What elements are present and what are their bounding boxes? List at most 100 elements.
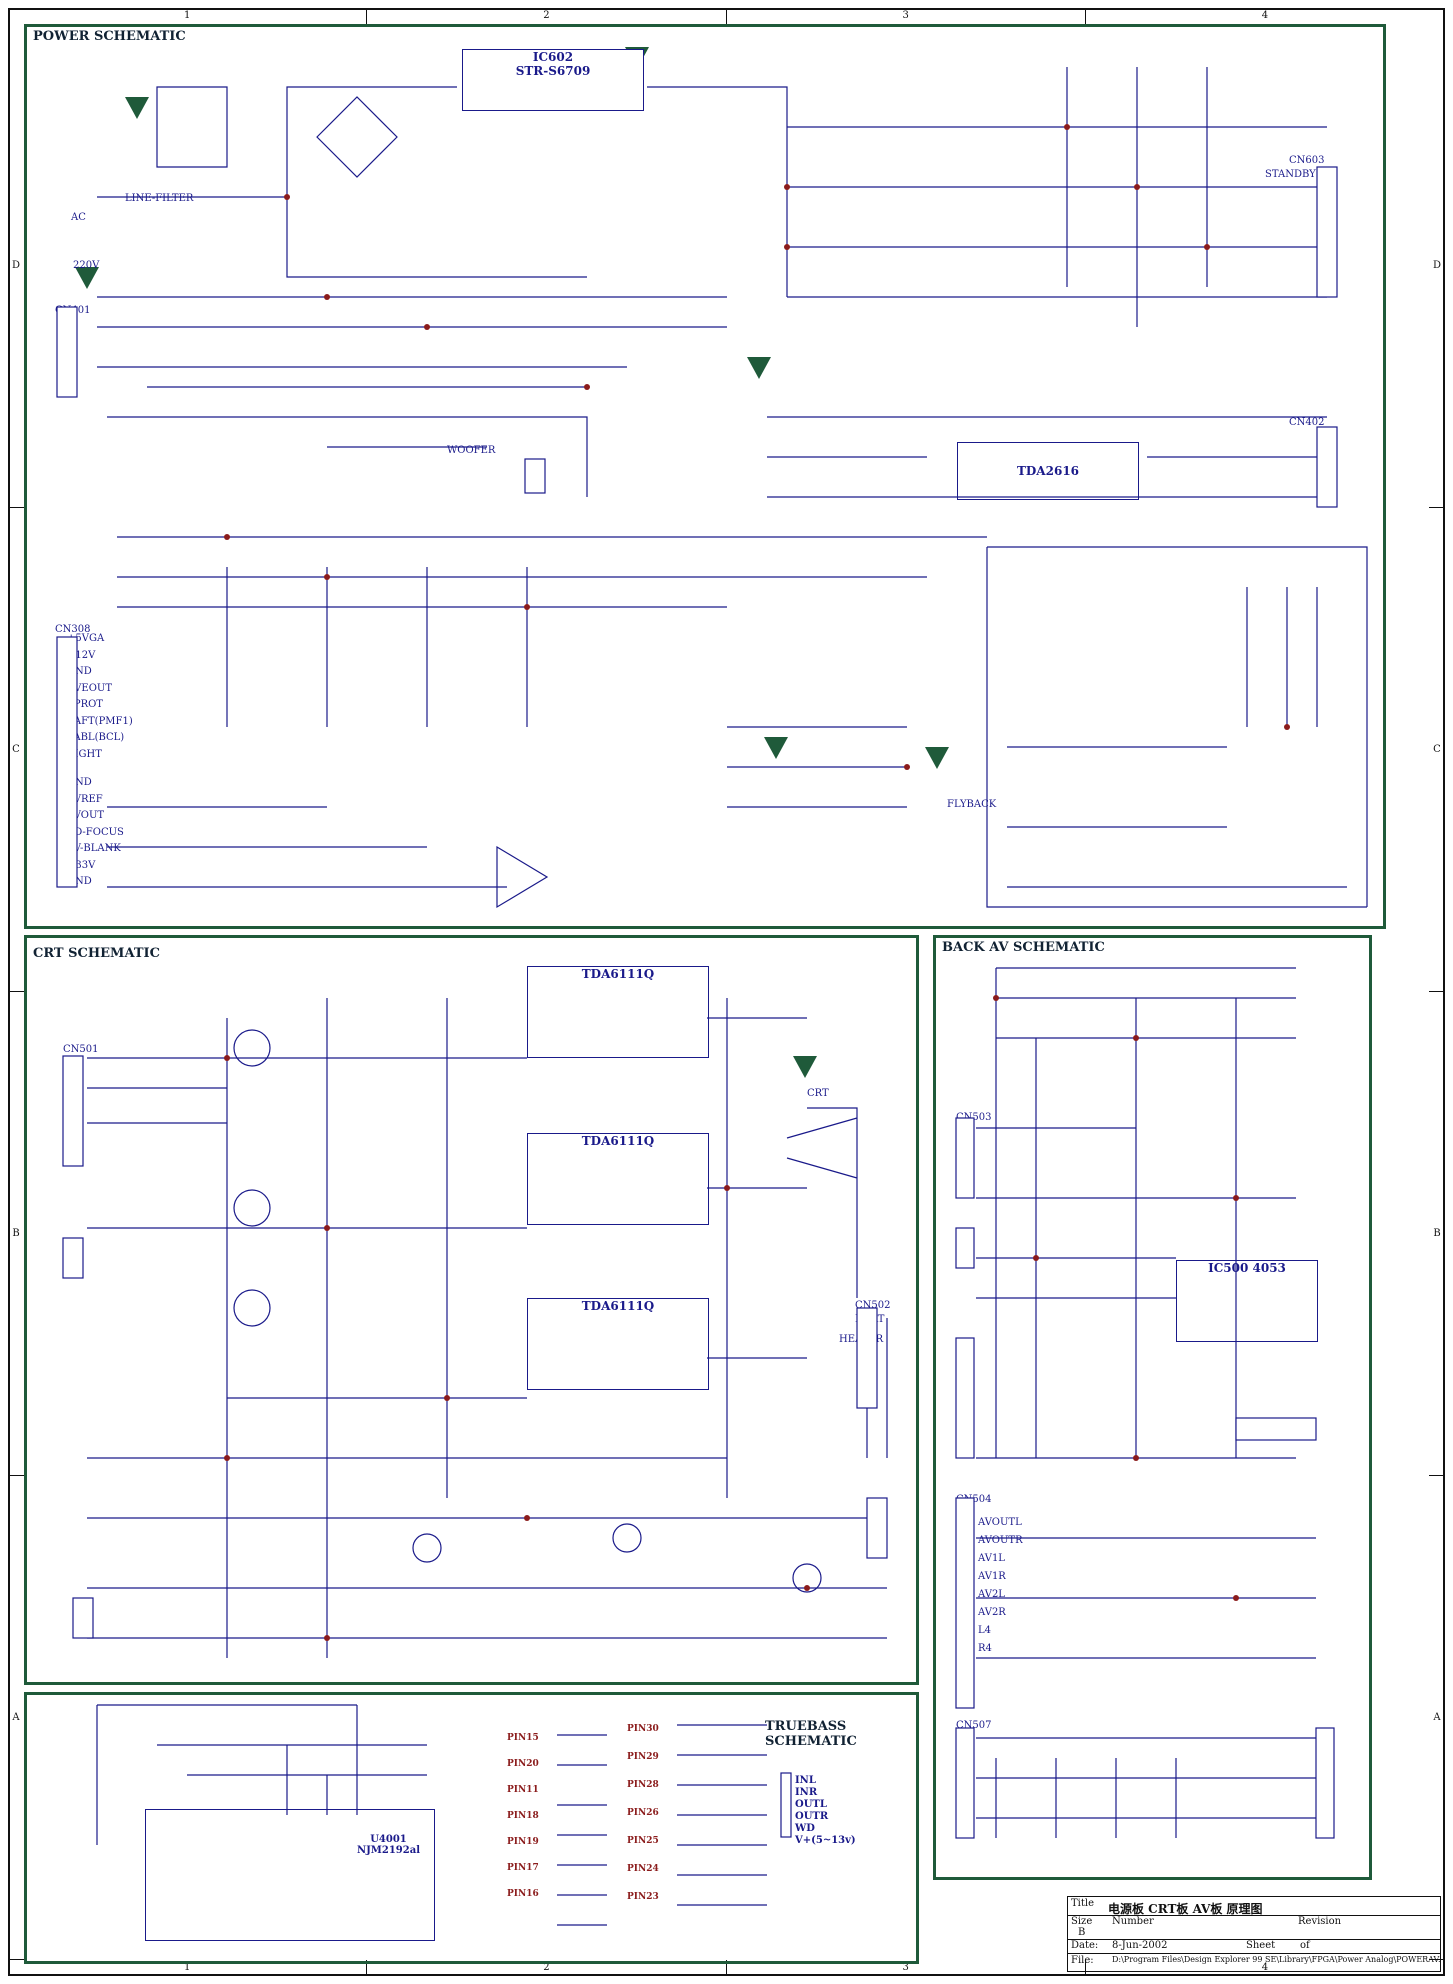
output-label: V+(5~13v) bbox=[795, 1835, 856, 1846]
standby-label: STANDBY bbox=[1265, 169, 1316, 180]
truebass-wiring bbox=[96, 1704, 792, 1926]
pin-label: PIN15 bbox=[507, 1733, 539, 1743]
pin-label: PIN11 bbox=[507, 1785, 539, 1795]
ic500-chip-label: 4053 bbox=[1252, 1261, 1286, 1275]
cn308-label: CN308 bbox=[55, 624, 91, 635]
date-row: Date: 8-Jun-2002 Sheet of bbox=[1068, 1939, 1440, 1954]
pin-label: +12V bbox=[67, 649, 96, 661]
title-row: Title 电源板 CRT板 AV板 原理图 bbox=[1068, 1897, 1440, 1916]
flyback-label: FLYBACK bbox=[947, 799, 997, 810]
truebass-pin-list-2: PIN30 PIN29 PIN28 PIN26 PIN25 PIN24 PIN2… bbox=[627, 1715, 659, 1911]
ruler-mark: 1 bbox=[8, 8, 368, 24]
pin-label: PIN23 bbox=[627, 1892, 659, 1902]
file-path: D:\Program Files\Design Explorer 99 SE\L… bbox=[1112, 1955, 1440, 1964]
size-row: Size B Number Revision bbox=[1068, 1915, 1440, 1940]
power-schematic-title: POWER SCHEMATIC bbox=[33, 29, 186, 44]
truebass-schematic-title: TRUEBASS SCHEMATIC bbox=[765, 1719, 857, 1749]
pin-label: +5VGA bbox=[67, 633, 105, 644]
cn504-pin-list: AVOUTL AVOUTR AV1L AV1R AV2L AV2R L4 R4 bbox=[978, 1514, 1023, 1658]
pin-label: +33V bbox=[67, 859, 96, 871]
crt-schematic-title: CRT SCHEMATIC bbox=[33, 946, 160, 961]
pin-label: AV2L bbox=[978, 1589, 1005, 1600]
ac-voltage-label: 220V bbox=[73, 260, 100, 271]
output-label: OUTL bbox=[795, 1799, 827, 1810]
pin-label: PIN19 bbox=[507, 1837, 539, 1847]
tda6111-label: TDA6111Q bbox=[581, 1134, 655, 1148]
pin-label: PIN17 bbox=[507, 1863, 539, 1873]
output-label: INR bbox=[795, 1787, 818, 1798]
cn308-pin-list: +5VGA +12V GND RVEOUT SPROT SAFT(PMF1) 3… bbox=[67, 631, 133, 891]
u4001-chip: U4001 NJM2192al bbox=[145, 1809, 435, 1941]
size-label: Size bbox=[1071, 1916, 1093, 1927]
file-row: File: D:\Program Files\Design Explorer 9… bbox=[1068, 1954, 1440, 1970]
crt-wiring bbox=[62, 998, 888, 1658]
cn507-label: CN507 bbox=[956, 1720, 992, 1731]
ruler-mark: 3 bbox=[727, 1960, 1086, 1976]
pin-label: AVREF bbox=[67, 793, 103, 805]
ruler-mark: 2 bbox=[367, 1960, 727, 1976]
sheet-of-label: of bbox=[1300, 1940, 1310, 1951]
ic602-label: IC602 bbox=[532, 50, 574, 64]
cn603-label: CN603 bbox=[1289, 155, 1325, 166]
output-label: WD bbox=[795, 1823, 815, 1834]
ruler-mark: D bbox=[1429, 24, 1445, 508]
pin-label: R4 bbox=[978, 1643, 992, 1654]
tda6111-label: TDA6111Q bbox=[581, 967, 655, 981]
ic602-chip: IC602 STR-S6709 bbox=[462, 49, 644, 111]
ruler-mark: 1 bbox=[8, 1960, 368, 1976]
tda6111-label: TDA6111Q bbox=[581, 1299, 655, 1313]
drawing-title: 电源板 CRT板 AV板 原理图 bbox=[1108, 1902, 1263, 1916]
line-filter-label: LINE-FILTER bbox=[125, 193, 194, 204]
tda6111-chip-1: TDA6111Q bbox=[527, 966, 709, 1058]
number-label: Number bbox=[1112, 1916, 1154, 1927]
title-label: Title bbox=[1071, 1898, 1095, 1909]
bottom-ruler: 1 2 3 4 bbox=[8, 1960, 1445, 1976]
revision-label: Revision bbox=[1298, 1916, 1342, 1927]
left-ruler: D C B A bbox=[8, 24, 24, 1960]
truebass-pin-list: PIN15 PIN20 PIN11 PIN18 PIN19 PIN17 PIN1… bbox=[507, 1725, 539, 1907]
ruler-mark: 2 bbox=[367, 8, 727, 24]
pin-label: GND bbox=[67, 666, 92, 677]
sheet-label: Sheet bbox=[1246, 1940, 1276, 1951]
pin-label: 3ABL(BCL) bbox=[67, 732, 125, 743]
ac-label: AC bbox=[71, 212, 86, 223]
title-block: Title 电源板 CRT板 AV板 原理图 Size B Number Rev… bbox=[1067, 1896, 1441, 1972]
back-av-wiring bbox=[955, 967, 1335, 1839]
warning-icon bbox=[793, 1056, 817, 1078]
power-schematic-panel: POWER SCHEMATIC IC602 STR-S6709 TDA2616 … bbox=[24, 24, 1386, 929]
ruler-mark: 3 bbox=[727, 8, 1086, 24]
crt-schematic-panel: CRT SCHEMATIC TDA6111Q TDA6111Q TDA6111Q… bbox=[24, 935, 919, 1685]
back-av-schematic-title: BACK AV SCHEMATIC bbox=[942, 940, 1105, 955]
tda6111-chip-3: TDA6111Q bbox=[527, 1298, 709, 1390]
warning-icon bbox=[747, 357, 771, 379]
pin-label: AV1R bbox=[978, 1571, 1006, 1582]
pin-label: AVOUTL bbox=[978, 1517, 1022, 1528]
size-value: B bbox=[1078, 1927, 1086, 1938]
tda2616-chip: TDA2616 bbox=[957, 442, 1139, 500]
pin-label: PIN29 bbox=[627, 1752, 659, 1762]
pin-label: PIN18 bbox=[507, 1811, 539, 1821]
right-ruler: D C B A bbox=[1429, 24, 1445, 1960]
ic500-label: IC500 bbox=[1208, 1261, 1249, 1275]
back-av-schematic-panel: BACK AV SCHEMATIC IC500 4053 CN503 CN504… bbox=[933, 935, 1372, 1880]
warning-icon bbox=[925, 747, 949, 769]
pin-label: PIN24 bbox=[627, 1864, 659, 1874]
top-ruler: 1 2 3 4 bbox=[8, 8, 1445, 24]
pin-label: RVEOUT bbox=[67, 682, 112, 694]
ruler-mark: 4 bbox=[1086, 8, 1445, 24]
pin-label: PIN16 bbox=[507, 1889, 539, 1899]
truebass-output-list: INL INR OUTL OUTR WD V+(5~13v) bbox=[795, 1775, 856, 1847]
ruler-mark: C bbox=[8, 508, 24, 992]
pin-label: AD-FOCUS bbox=[67, 826, 124, 838]
power-wiring bbox=[56, 67, 1368, 909]
crt-socket-label: CRT bbox=[807, 1088, 829, 1099]
cn501-label: CN501 bbox=[63, 1044, 99, 1055]
pin-label: SAFT(PMF1) bbox=[67, 715, 133, 727]
file-label: File: bbox=[1071, 1955, 1094, 1966]
cn502-label: CN502 bbox=[855, 1300, 891, 1311]
ruler-mark: A bbox=[8, 1476, 24, 1960]
pin-label: PIN25 bbox=[627, 1836, 659, 1846]
warning-icon bbox=[75, 267, 99, 289]
pin-label: PIN28 bbox=[627, 1780, 659, 1790]
pin-label: PIN30 bbox=[627, 1724, 659, 1734]
